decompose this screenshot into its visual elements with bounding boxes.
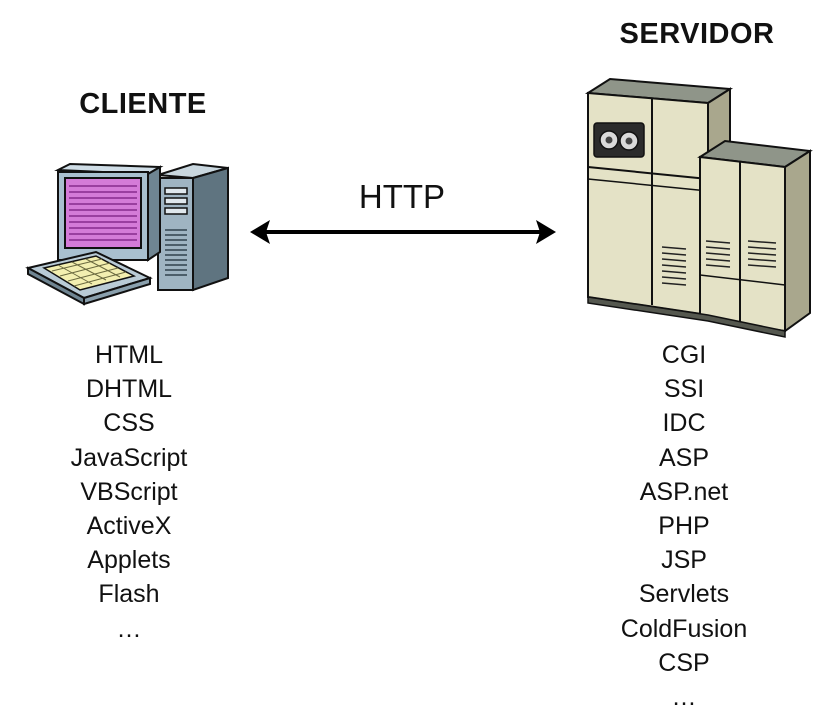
server-tech-item: CSP xyxy=(658,648,710,677)
client-title: CLIENTE xyxy=(79,88,207,120)
server-tech-item: ColdFusion xyxy=(620,614,748,643)
server-tech-item: ASP.net xyxy=(639,477,729,506)
server-tech-item: ASP xyxy=(658,443,710,472)
server-technology-list: CGI SSI IDC ASP ASP.net PHP JSP Servlets… xyxy=(554,338,814,714)
server-tower-icon xyxy=(584,77,813,338)
client-tech-item: JavaScript xyxy=(70,443,188,472)
client-tech-item: Flash xyxy=(98,580,160,609)
client-tech-item: VBScript xyxy=(80,477,178,506)
bidirectional-arrow-icon xyxy=(250,220,556,244)
client-tech-item: CSS xyxy=(103,409,155,438)
server-tech-item: Servlets xyxy=(638,580,730,609)
client-tech-item: DHTML xyxy=(85,375,173,404)
server-tech-item: IDC xyxy=(662,409,706,438)
server-title: SERVIDOR xyxy=(619,18,775,50)
client-tech-item: ActiveX xyxy=(86,512,172,541)
client-tech-item: Applets xyxy=(87,546,171,575)
protocol-label: HTTP xyxy=(358,178,446,215)
server-tech-item: … xyxy=(671,683,697,712)
client-tech-item: … xyxy=(116,614,142,643)
server-tech-item: CGI xyxy=(661,341,707,369)
server-tech-item: JSP xyxy=(661,546,707,575)
desktop-computer-icon xyxy=(25,162,229,306)
server-tech-item: SSI xyxy=(663,375,705,404)
client-tech-item: HTML xyxy=(94,341,164,369)
server-tech-item: PHP xyxy=(658,512,710,541)
client-technology-list: HTML DHTML CSS JavaScript VBScript Activ… xyxy=(0,338,259,646)
